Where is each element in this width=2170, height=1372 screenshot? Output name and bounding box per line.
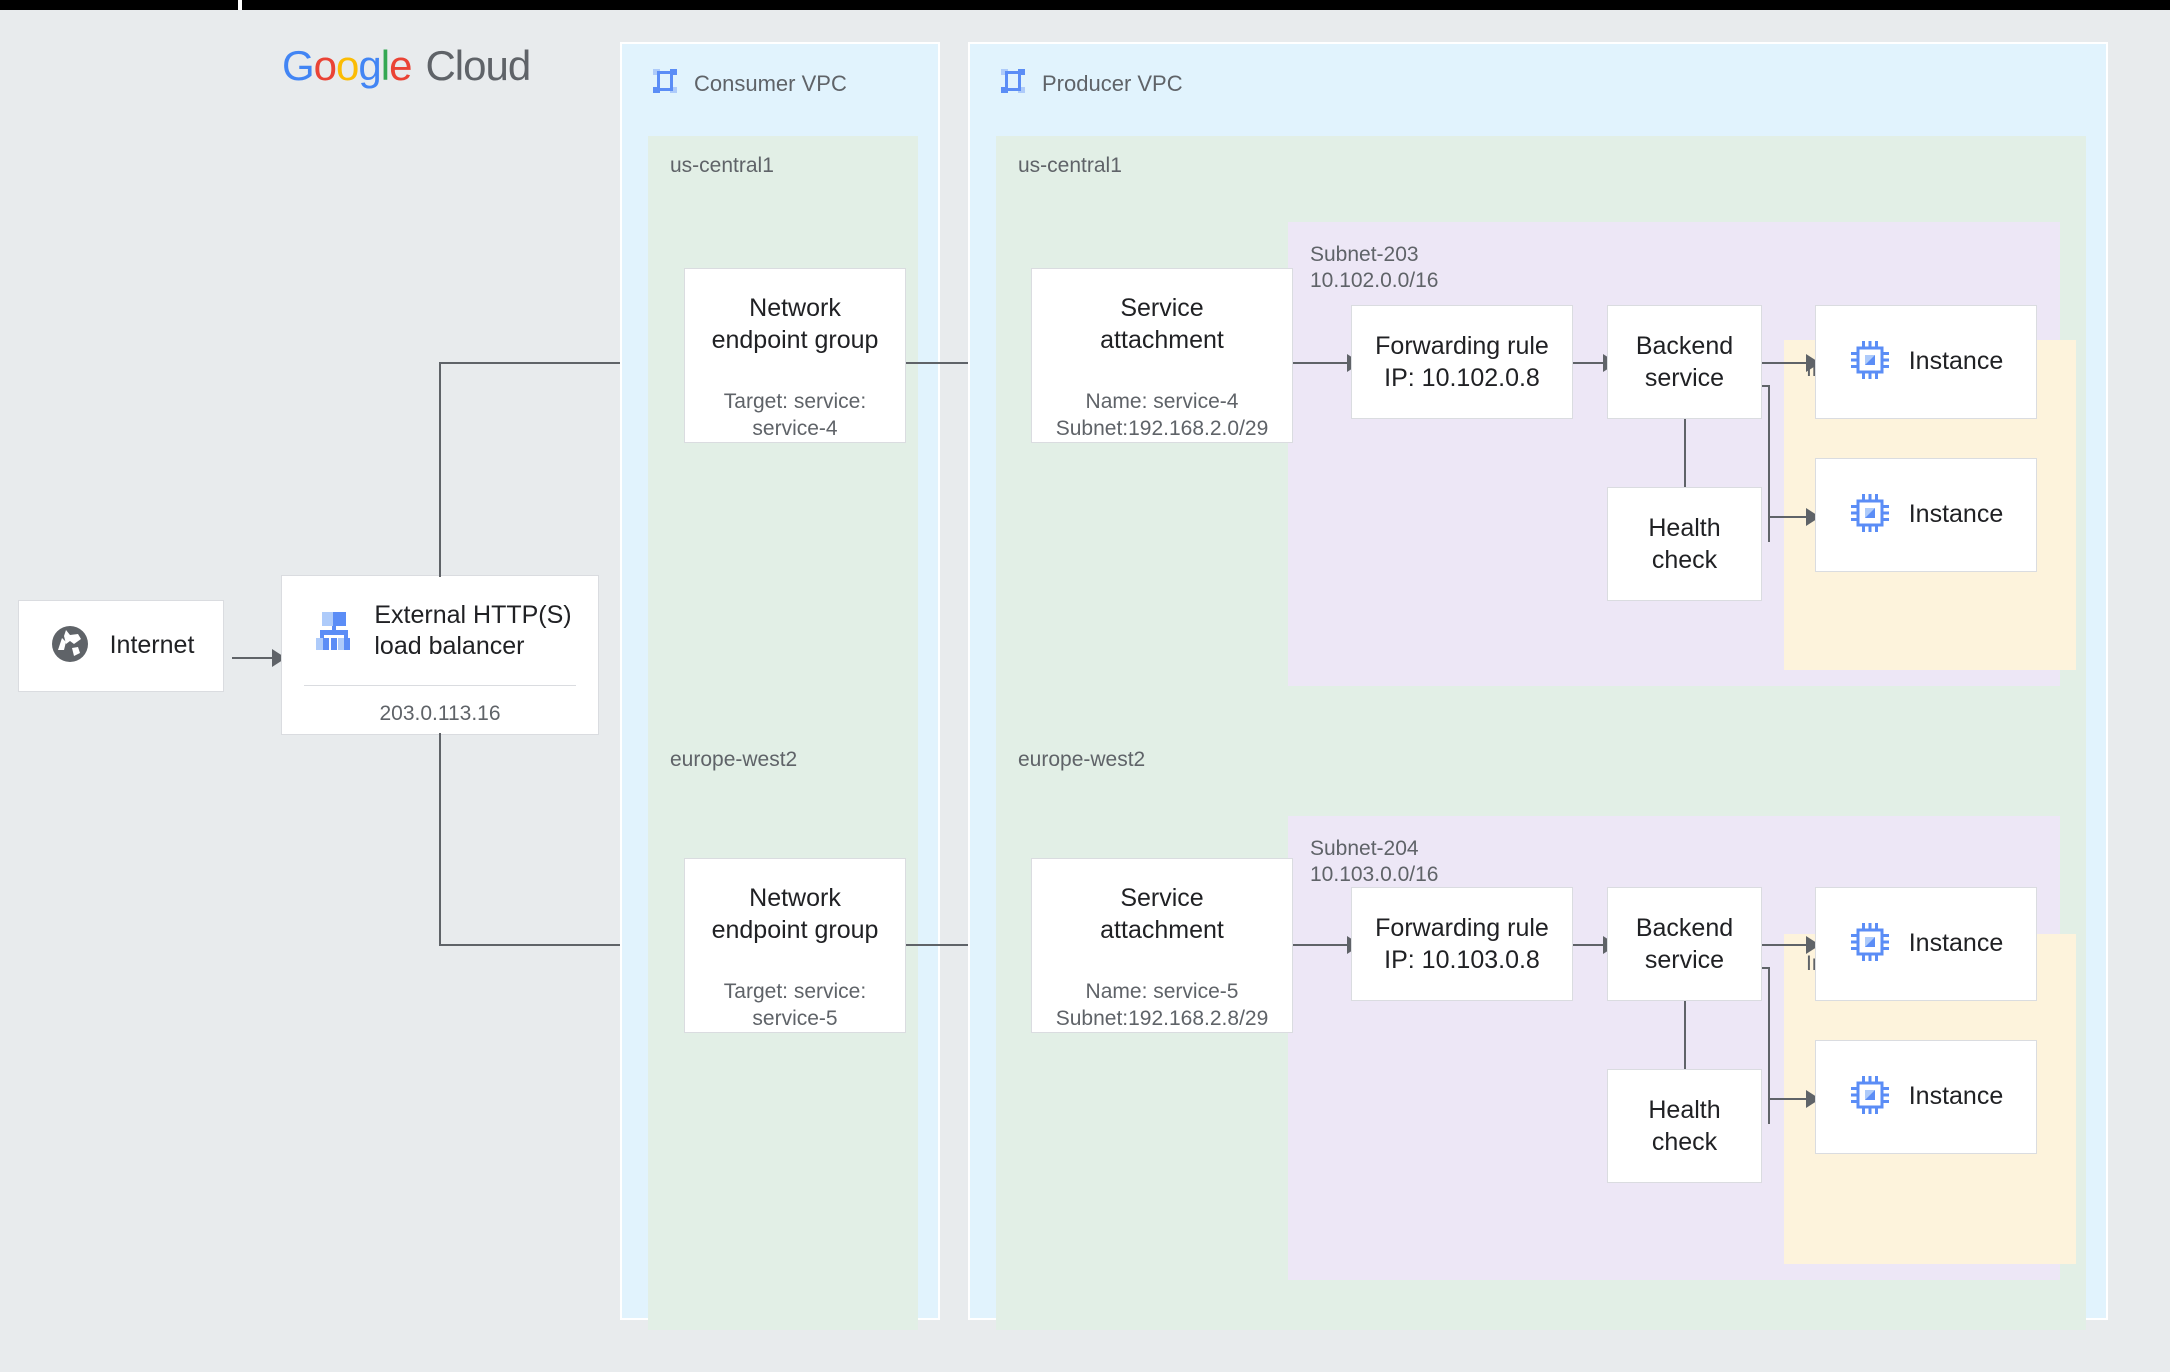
logo-letter-o1: o xyxy=(313,42,337,89)
logo-letter-l: l xyxy=(380,42,390,89)
connector-sa1-to-fr1 xyxy=(1293,944,1353,946)
backend-service-node-1[interactable]: Backend service xyxy=(1607,887,1762,1001)
subnet-203-cidr: 10.102.0.0/16 xyxy=(1310,269,1439,293)
connector-sa0-to-fr0 xyxy=(1293,362,1353,364)
subnet-204-cidr: 10.103.0.0/16 xyxy=(1310,863,1439,887)
subnet-204-label: Subnet-204 10.103.0.0/16 xyxy=(1310,836,1438,888)
consumer-vpc-header: Consumer VPC xyxy=(650,66,847,101)
connector-bs0-to-inst1-vertical xyxy=(1768,385,1770,542)
producer-vpc-header: Producer VPC xyxy=(998,66,1183,101)
subnet-203-label: Subnet-203 10.102.0.0/16 xyxy=(1310,242,1438,294)
sa-sub-1: Name: service-5 Subnet:192.168.2.8/29 xyxy=(1055,980,1269,1031)
sa-title-1: Service attachment xyxy=(1100,884,1224,944)
sa-title-0: Service attachment xyxy=(1100,294,1224,354)
forwarding-rule-node-0[interactable]: Forwarding rule IP: 10.102.0.8 xyxy=(1351,305,1573,419)
backend-service-text-0: Backend service xyxy=(1635,332,1734,392)
external-http-load-balancer-node[interactable]: External HTTP(S) load balancer 203.0.113… xyxy=(281,575,599,735)
instance-content-1-1: Instance xyxy=(1849,1074,2004,1121)
consumer-region-label-0: us-central1 xyxy=(670,154,774,177)
internet-node[interactable]: Internet xyxy=(18,600,224,692)
logo-word-cloud: Cloud xyxy=(425,42,531,89)
lb-divider xyxy=(304,684,576,686)
logo-letter-g2: g xyxy=(358,42,381,89)
connector-bs1-to-inst1-top xyxy=(1762,967,1770,969)
connector-bs1-to-inst0 xyxy=(1762,944,1812,946)
instance-chip-icon xyxy=(1849,339,1891,386)
lb-ip: 203.0.113.16 xyxy=(379,701,501,725)
instance-chip-icon xyxy=(1849,492,1891,539)
connector-bs0-to-inst1-top xyxy=(1762,385,1770,387)
health-check-node-0[interactable]: Health check xyxy=(1607,487,1762,601)
instance-chip-icon xyxy=(1849,1074,1891,1121)
subnet-204-name: Subnet-204 xyxy=(1310,837,1419,860)
network-endpoint-group-node-0[interactable]: Network endpoint group Target: service: … xyxy=(684,268,906,443)
subnet-203-name: Subnet-203 xyxy=(1310,243,1419,266)
producer-region-label-1: europe-west2 xyxy=(1018,748,1146,771)
consumer-vpc-container: Consumer VPC us-central1 europe-west2 xyxy=(620,42,940,1330)
globe-icon xyxy=(48,622,92,671)
lb-header: External HTTP(S) load balancer xyxy=(308,600,572,663)
instance-node-0-0[interactable]: Instance xyxy=(1815,305,2037,419)
forwarding-rule-text-1: Forwarding rule IP: 10.103.0.8 xyxy=(1375,914,1549,974)
instance-label-1-0: Instance xyxy=(1908,929,2004,958)
connector-fr1-to-bs1 xyxy=(1573,944,1609,946)
connector-internet-to-lb xyxy=(232,657,274,659)
connector-bs1-to-inst1-horizontal xyxy=(1768,1098,1812,1100)
producer-vpc-title: Producer VPC xyxy=(1042,70,1183,96)
backend-service-text-1: Backend service xyxy=(1635,914,1734,974)
connector-bs1-to-inst1-vertical xyxy=(1768,967,1770,1124)
instance-label-0-0: Instance xyxy=(1908,347,2004,376)
connector-bs1-to-hc1 xyxy=(1684,1001,1686,1069)
connector-neg1-to-sa1 xyxy=(906,944,1014,946)
lb-branch-top-horizontal xyxy=(439,362,669,364)
internet-label: Internet xyxy=(109,631,195,660)
health-check-text-1: Health check xyxy=(1648,1096,1721,1156)
lb-branch-vertical-down xyxy=(439,733,441,946)
connector-bs0-to-hc0 xyxy=(1684,419,1686,487)
producer-region-label-0: us-central1 xyxy=(1018,154,1122,177)
neg-title-0: Network endpoint group xyxy=(711,294,879,354)
neg-sub-1: Target: service: service-5 xyxy=(723,980,867,1031)
backend-service-node-0[interactable]: Backend service xyxy=(1607,305,1762,419)
lb-branch-vertical-up xyxy=(439,362,441,577)
forwarding-rule-node-1[interactable]: Forwarding rule IP: 10.103.0.8 xyxy=(1351,887,1573,1001)
vpc-icon xyxy=(650,66,680,101)
instance-node-1-1[interactable]: Instance xyxy=(1815,1040,2037,1154)
load-balancer-icon xyxy=(308,605,356,658)
subnet-203-container: Subnet-203 10.102.0.0/16 Instance group xyxy=(1288,222,2076,686)
vpc-icon xyxy=(998,66,1028,101)
instance-node-1-0[interactable]: Instance xyxy=(1815,887,2037,1001)
logo-letter-o2: o xyxy=(336,42,359,89)
health-check-text-0: Health check xyxy=(1648,514,1721,574)
health-check-node-1[interactable]: Health check xyxy=(1607,1069,1762,1183)
neg-title-1: Network endpoint group xyxy=(711,884,879,944)
logo-letter-e: e xyxy=(389,42,412,89)
consumer-region-label-1: europe-west2 xyxy=(670,748,798,771)
instance-chip-icon xyxy=(1849,921,1891,968)
instance-node-0-1[interactable]: Instance xyxy=(1815,458,2037,572)
instance-label-1-1: Instance xyxy=(1908,1082,2004,1111)
top-black-bar xyxy=(0,0,2170,10)
lb-title: External HTTP(S) load balancer xyxy=(374,601,572,661)
connector-bs0-to-inst1-horizontal xyxy=(1768,516,1812,518)
lb-branch-bottom-horizontal xyxy=(439,944,669,946)
internet-content: Internet xyxy=(48,622,195,671)
forwarding-rule-text-0: Forwarding rule IP: 10.102.0.8 xyxy=(1375,332,1549,392)
instance-content-1-0: Instance xyxy=(1849,921,2004,968)
instance-label-0-1: Instance xyxy=(1908,500,2004,529)
instance-content-0-1: Instance xyxy=(1849,492,2004,539)
consumer-vpc-title: Consumer VPC xyxy=(694,70,847,96)
sa-sub-0: Name: service-4 Subnet:192.168.2.0/29 xyxy=(1055,390,1269,441)
instance-content-0-0: Instance xyxy=(1849,339,2004,386)
service-attachment-node-1[interactable]: Service attachment Name: service-5 Subne… xyxy=(1031,858,1293,1033)
top-bar-tick xyxy=(238,0,242,10)
network-endpoint-group-node-1[interactable]: Network endpoint group Target: service: … xyxy=(684,858,906,1033)
connector-neg0-to-sa0 xyxy=(906,362,1014,364)
logo-letter-g1: G xyxy=(282,42,315,89)
connector-bs0-to-inst0 xyxy=(1762,362,1812,364)
neg-sub-0: Target: service: service-4 xyxy=(723,390,867,441)
connector-fr0-to-bs0 xyxy=(1573,362,1609,364)
service-attachment-node-0[interactable]: Service attachment Name: service-4 Subne… xyxy=(1031,268,1293,443)
